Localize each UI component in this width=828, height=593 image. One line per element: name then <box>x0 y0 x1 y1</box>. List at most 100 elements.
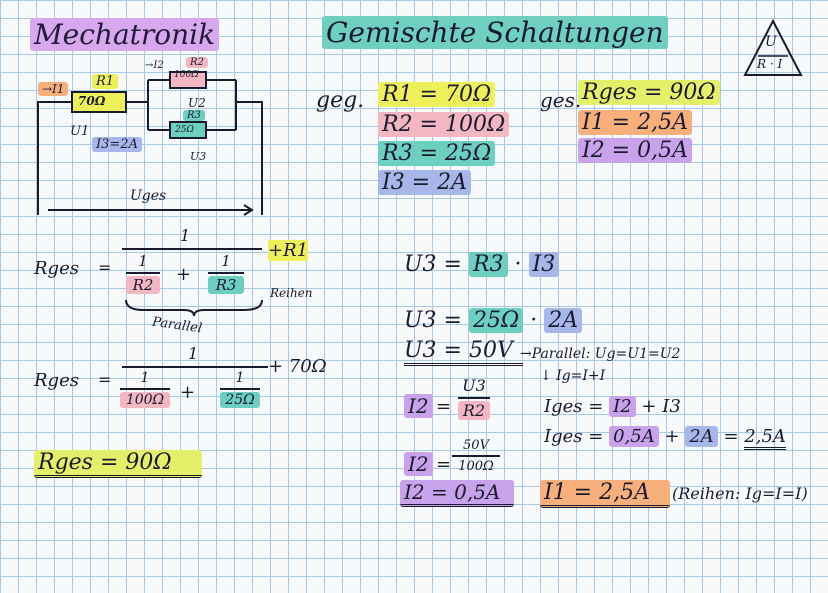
i2-values-num: 50V <box>463 438 489 453</box>
plus-1: + <box>176 264 192 285</box>
circuit-u3-label: U3 <box>190 150 207 163</box>
wanted-i1: I1 = 2,5A <box>578 110 692 135</box>
rges-result-value: 90Ω <box>125 450 172 475</box>
circuit-r3-label: R3 <box>183 110 205 121</box>
given-r3-value: 25Ω <box>444 141 492 166</box>
triangle-bottom: R · I <box>757 57 783 71</box>
fraction-r3-num: 1 <box>221 252 231 270</box>
wanted-i2: I2 = 0,5A <box>578 138 692 163</box>
parallel-rule: →Parallel: Ug=U1=U2 <box>520 346 681 362</box>
i2-result: I2 = 0,5A <box>400 480 515 507</box>
big-fraction-bar-1 <box>122 248 262 250</box>
i2-values-label: I2 <box>404 452 433 476</box>
circuit-diagram <box>37 71 263 216</box>
given-i3: I3 = 2A <box>378 170 471 195</box>
i2-values-eq: = <box>436 454 452 475</box>
iges-formula-i2: I2 <box>609 396 636 417</box>
wanted-rges-name: Rges <box>582 80 637 105</box>
iges-formula-label: Iges <box>544 396 583 417</box>
u3-values-i3: 2A <box>544 308 583 333</box>
plus-70: + 70Ω <box>268 356 327 377</box>
u3-values-dot: · <box>530 308 538 333</box>
given-label: geg. <box>316 88 365 113</box>
u3-formula-dot: · <box>514 252 522 277</box>
iges-formula-plus: + <box>641 396 657 417</box>
equals-1: = <box>98 258 112 277</box>
wanted-rges-value: 90Ω <box>669 80 716 105</box>
iges-values-plus: + <box>664 426 680 447</box>
i2-result-label: I2 <box>404 480 425 504</box>
i2-result-value: 0,5A <box>454 480 501 504</box>
circuit-i3-label: I3=2A <box>92 137 142 152</box>
iges-formula-eq: = <box>588 396 604 417</box>
fraction-r2-num: 1 <box>138 252 148 270</box>
circuit-r1-value: 70Ω <box>78 94 106 108</box>
iges-values: Iges = 0,5A + 2A = 2,5A <box>544 426 786 450</box>
given-r1-name: R1 <box>382 82 413 107</box>
i2-formula-eq: = <box>436 396 452 417</box>
given-i3-name: I3 <box>382 170 405 195</box>
u3-values-eq: = <box>443 308 462 333</box>
i1-result: I1 = 2,5A <box>540 480 670 508</box>
iges-values-result: 2,5A <box>744 426 786 450</box>
u3-formula: U3 = R3 · I3 <box>404 252 560 277</box>
circuit-r2-value: 100Ω <box>174 70 199 80</box>
u3-formula-i3: I3 <box>528 252 560 277</box>
big-fraction-num-1: 1 <box>180 226 191 245</box>
iges-formula-i3: I3 <box>662 396 681 417</box>
triangle-top: U <box>765 34 777 50</box>
given-r3-name: R3 <box>382 141 413 166</box>
i2-values-fraction: 50V 100Ω <box>452 438 500 474</box>
given-i3-value: 2A <box>437 170 467 195</box>
i2-formula-label: I2 <box>404 394 433 418</box>
parallel-brace <box>125 299 263 317</box>
rges-result: Rges = 90Ω <box>34 450 202 478</box>
circuit-r1-label: R1 <box>92 74 119 89</box>
rges-result-label: Rges <box>38 450 93 475</box>
subject-title: Mechatronik <box>30 18 220 51</box>
i2-values-den: 100Ω <box>458 459 494 474</box>
iges-values-eq2: = <box>723 426 739 447</box>
u3-values-u3: U3 <box>404 308 437 333</box>
given-r2: R2 = 100Ω <box>378 112 510 137</box>
fraction-100-num: 1 <box>140 370 150 386</box>
rges-label-2: Rges <box>34 370 79 391</box>
given-r1: R1 = 70Ω <box>378 82 496 107</box>
u3-values-r3: 25Ω <box>468 308 524 333</box>
current-rule: ↓ Ig=I+I <box>540 368 606 384</box>
fraction-r3-den: R3 <box>208 276 244 294</box>
wanted-i1-value: 2,5A <box>637 110 688 135</box>
wanted-i2-name: I2 <box>582 138 605 163</box>
u3-result: U3 = 50V <box>404 338 523 366</box>
u3-formula-eq: = <box>443 252 462 277</box>
u3-formula-u3: U3 <box>404 252 437 277</box>
plus-2: + <box>180 382 196 403</box>
plus-r1: +R1 <box>268 240 309 261</box>
u3-formula-r3: R3 <box>468 252 508 277</box>
reihen-label: Reihen <box>270 286 313 300</box>
fraction-25-den: 25Ω <box>220 392 260 408</box>
i1-result-value: 2,5A <box>599 480 650 505</box>
i2-formula-num: U3 <box>462 376 486 395</box>
circuit-i2-label: →I2 <box>145 60 164 71</box>
circuit-u1-label: U1 <box>70 124 90 139</box>
fraction-r2-den: R2 <box>126 276 160 294</box>
iges-values-i2: 0,5A <box>609 426 659 447</box>
big-fraction-num-2: 1 <box>188 344 199 363</box>
page-title: Gemischte Schaltungen <box>322 16 668 49</box>
given-r1-value: 70Ω <box>444 82 492 107</box>
iges-formula: Iges = I2 + I3 <box>544 396 681 417</box>
iges-values-eq: = <box>588 426 604 447</box>
given-r2-name: R2 <box>382 112 413 137</box>
circuit-uges-label: Uges <box>130 188 167 204</box>
circuit-r2-label: R2 <box>186 57 208 68</box>
u3-values: U3 = 25Ω · 2A <box>404 308 583 333</box>
wanted-i2-value: 0,5A <box>637 138 688 163</box>
given-r3: R3 = 25Ω <box>378 141 496 166</box>
wanted-label: ges. <box>540 88 582 112</box>
circuit-i1-label: →I1 <box>38 82 69 96</box>
